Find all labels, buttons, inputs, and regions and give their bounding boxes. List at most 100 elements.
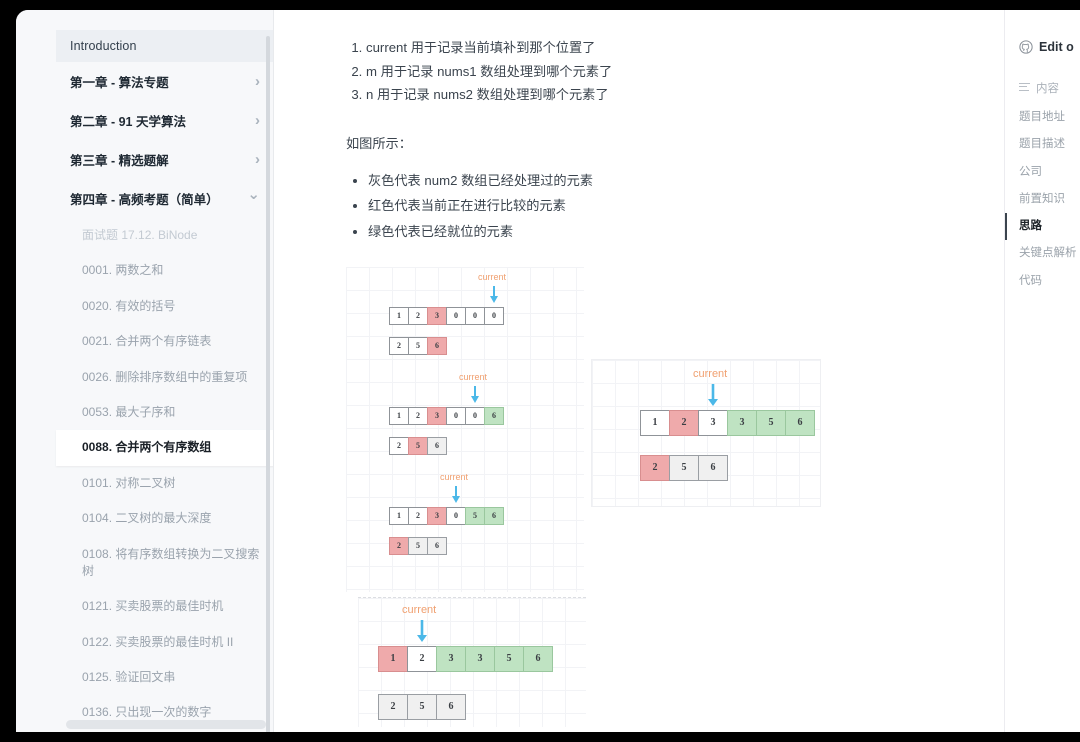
array-cell: 6 [427, 536, 447, 555]
sidebar-chapter-3[interactable]: 第三章 - 精选题解 [56, 140, 273, 179]
array-cell: 1 [389, 506, 409, 525]
chevron-right-icon[interactable] [255, 74, 260, 89]
sidebar-problem-item[interactable]: 0136. 只出现一次的数字 [56, 695, 273, 730]
array-cell: 2 [669, 409, 699, 436]
list-icon [1019, 82, 1030, 94]
array-cell: 5 [408, 336, 428, 355]
toc-item[interactable]: 思路 [1005, 213, 1080, 241]
sidebar-problem-item[interactable]: 0125. 验证回文串 [56, 660, 273, 695]
array-cell: 0 [484, 306, 504, 325]
toc-item[interactable]: 前置知识 [1019, 192, 1065, 205]
sidebar-problem-item[interactable]: 0155. 最小栈 [56, 731, 273, 732]
chevron-right-icon[interactable] [255, 113, 260, 128]
arrow-down-icon [471, 385, 479, 403]
step-item: m 用于记录 nums1 数组处理到哪个元素了 [366, 60, 974, 84]
array-cell: 5 [465, 506, 485, 525]
sidebar-problem-label: 0026. 删除排序数组中的重复项 [82, 369, 248, 384]
right-toc-sidebar: Edit o 内容 题目地址题目描述公司前置知识思路关键点解析代码 [1004, 10, 1080, 732]
sidebar-problem-label: 0108. 将有序数组转换为二叉搜索树 [82, 546, 260, 578]
array-cell: 0 [465, 406, 485, 425]
toc-item[interactable]: 题目地址 [1019, 111, 1065, 123]
sidebar-problem-item[interactable]: 0021. 合并两个有序链表 [56, 324, 273, 359]
edit-on-github-link[interactable]: Edit o [1005, 10, 1080, 54]
array-cell: 2 [389, 436, 409, 455]
array-cell: 3 [727, 409, 757, 436]
sidebar-problem-label: 0001. 两数之和 [82, 263, 164, 278]
current-pointer-label: current [440, 471, 469, 482]
array-cell: 5 [756, 409, 786, 436]
sidebar-problem-label: 0121. 买卖股票的最佳时机 [82, 599, 224, 614]
sidebar-chapter-4[interactable]: 第四章 - 高频考题（简单） [56, 179, 273, 218]
toc-item[interactable]: 代码 [1019, 274, 1042, 287]
sidebar-problem-label: 0125. 验证回文串 [82, 670, 176, 685]
array-cell: 5 [408, 536, 428, 555]
sidebar-problem-item[interactable]: 面试题 17.12. BiNode [56, 218, 273, 253]
sidebar-item-label: Introduction [70, 39, 137, 53]
sidebar-horizontal-scrollbar[interactable] [66, 720, 266, 729]
array-cell: 2 [407, 645, 437, 672]
sidebar-problem-label: 面试题 17.12. BiNode [82, 228, 198, 242]
sidebar-chapter-1[interactable]: 第一章 - 算法专题 [56, 62, 273, 101]
current-pointer-arrow [488, 285, 500, 308]
array-cell: 6 [785, 409, 815, 436]
edit-on-github-label: Edit o [1039, 40, 1074, 54]
article-body: current 用于记录当前填补到那个位置了m 用于记录 nums1 数组处理到… [274, 10, 1004, 727]
toc-item[interactable]: 公司 [1019, 165, 1042, 178]
sidebar-problem-item[interactable]: 0122. 买卖股票的最佳时机 II [56, 625, 273, 660]
sidebar-problem-item[interactable]: 0020. 有效的括号 [56, 289, 273, 324]
array-cell: 1 [389, 306, 409, 325]
chevron-right-icon[interactable] [255, 152, 260, 167]
array-cell: 5 [407, 693, 437, 720]
arrow-down-icon [417, 619, 427, 642]
sidebar-problem-item[interactable]: 0088. 合并两个有序数组 [56, 430, 273, 466]
chevron-down-icon[interactable] [247, 191, 260, 206]
legend-item: 绿色代表已经就位的元素 [368, 219, 974, 245]
current-pointer-label: current [693, 367, 728, 380]
current-pointer-label: current [478, 271, 507, 282]
sidebar-problem-label: 0053. 最大子序和 [82, 404, 176, 419]
array-cell: 3 [427, 506, 447, 525]
sidebar-problem-item[interactable]: 0104. 二叉树的最大深度 [56, 501, 273, 536]
arrow-down-icon [708, 383, 718, 406]
array-cell: 3 [427, 306, 447, 325]
left-sidebar: Introduction 第一章 - 算法专题第二章 - 91 天学算法第三章 … [16, 10, 274, 732]
sidebar-problem-item[interactable]: 0121. 买卖股票的最佳时机 [56, 589, 273, 624]
sidebar-problem-item[interactable]: 0001. 两数之和 [56, 253, 273, 288]
toc-item[interactable]: 关键点解析 [1019, 247, 1077, 260]
sidebar-chapter-2[interactable]: 第二章 - 91 天学算法 [56, 101, 273, 140]
toc-item-list: 题目地址题目描述公司前置知识思路关键点解析代码 [1005, 104, 1080, 295]
array-cell: 0 [446, 306, 466, 325]
current-pointer-label: current [459, 371, 488, 382]
current-pointer-arrow [450, 485, 462, 508]
array-cell: 5 [408, 436, 428, 455]
sidebar-problem-item[interactable]: 0101. 对称二叉树 [56, 466, 273, 501]
toc-item[interactable]: 题目描述 [1019, 138, 1065, 151]
sidebar-item-introduction[interactable]: Introduction [56, 30, 273, 62]
sidebar-problem-label: 0104. 二叉树的最大深度 [82, 511, 212, 526]
current-pointer-arrow [469, 385, 481, 408]
sidebar-problem-item[interactable]: 0108. 将有序数组转换为二叉搜索树 [56, 537, 273, 590]
sidebar-problem-item[interactable]: 0026. 删除排序数组中的重复项 [56, 360, 273, 395]
current-pointer-arrow [415, 619, 429, 647]
sidebar-vertical-scrollbar[interactable] [266, 36, 270, 732]
color-legend-list: 灰色代表 num2 数组已经处理过的元素红色代表当前正在进行比较的元素绿色代表已… [346, 168, 974, 245]
toc-header-label: 内容 [1036, 83, 1059, 95]
array-cell: 1 [378, 645, 408, 672]
github-icon [1019, 40, 1033, 54]
array-cell: 2 [389, 336, 409, 355]
array-cell: 3 [465, 645, 495, 672]
array-cell: 0 [446, 506, 466, 525]
array-cell: 5 [669, 454, 699, 481]
array-cell: 2 [378, 693, 408, 720]
sidebar-chapter-label: 第三章 - 精选题解 [70, 154, 169, 168]
sidebar-problem-item[interactable]: 0053. 最大子序和 [56, 395, 273, 430]
array-cell: 6 [484, 506, 504, 525]
sidebar-problem-label: 0088. 合并两个有序数组 [82, 440, 212, 455]
